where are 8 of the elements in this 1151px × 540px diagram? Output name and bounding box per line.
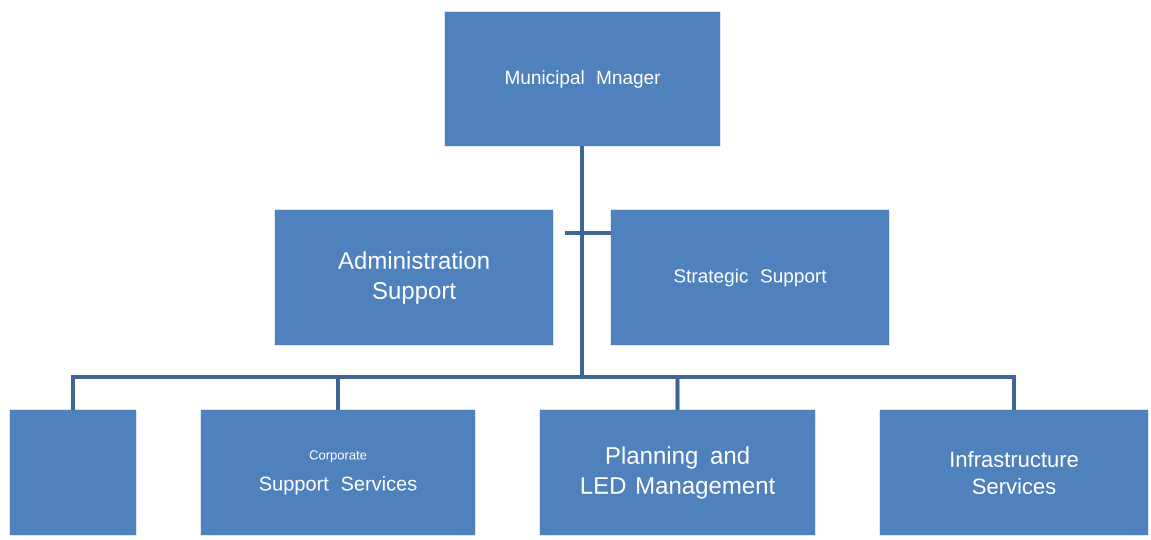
org-box xyxy=(9,409,137,536)
org-box: Planning and LED Management xyxy=(539,409,816,536)
org-box: Corporate Support Services xyxy=(200,409,476,536)
org-box: Administration Support xyxy=(274,209,554,346)
org-box: Strategic Support xyxy=(610,209,890,346)
org-box: Infrastructure Services xyxy=(879,409,1149,536)
connector-line xyxy=(580,146,1016,410)
org-box: Municipal Mnager xyxy=(444,11,721,147)
